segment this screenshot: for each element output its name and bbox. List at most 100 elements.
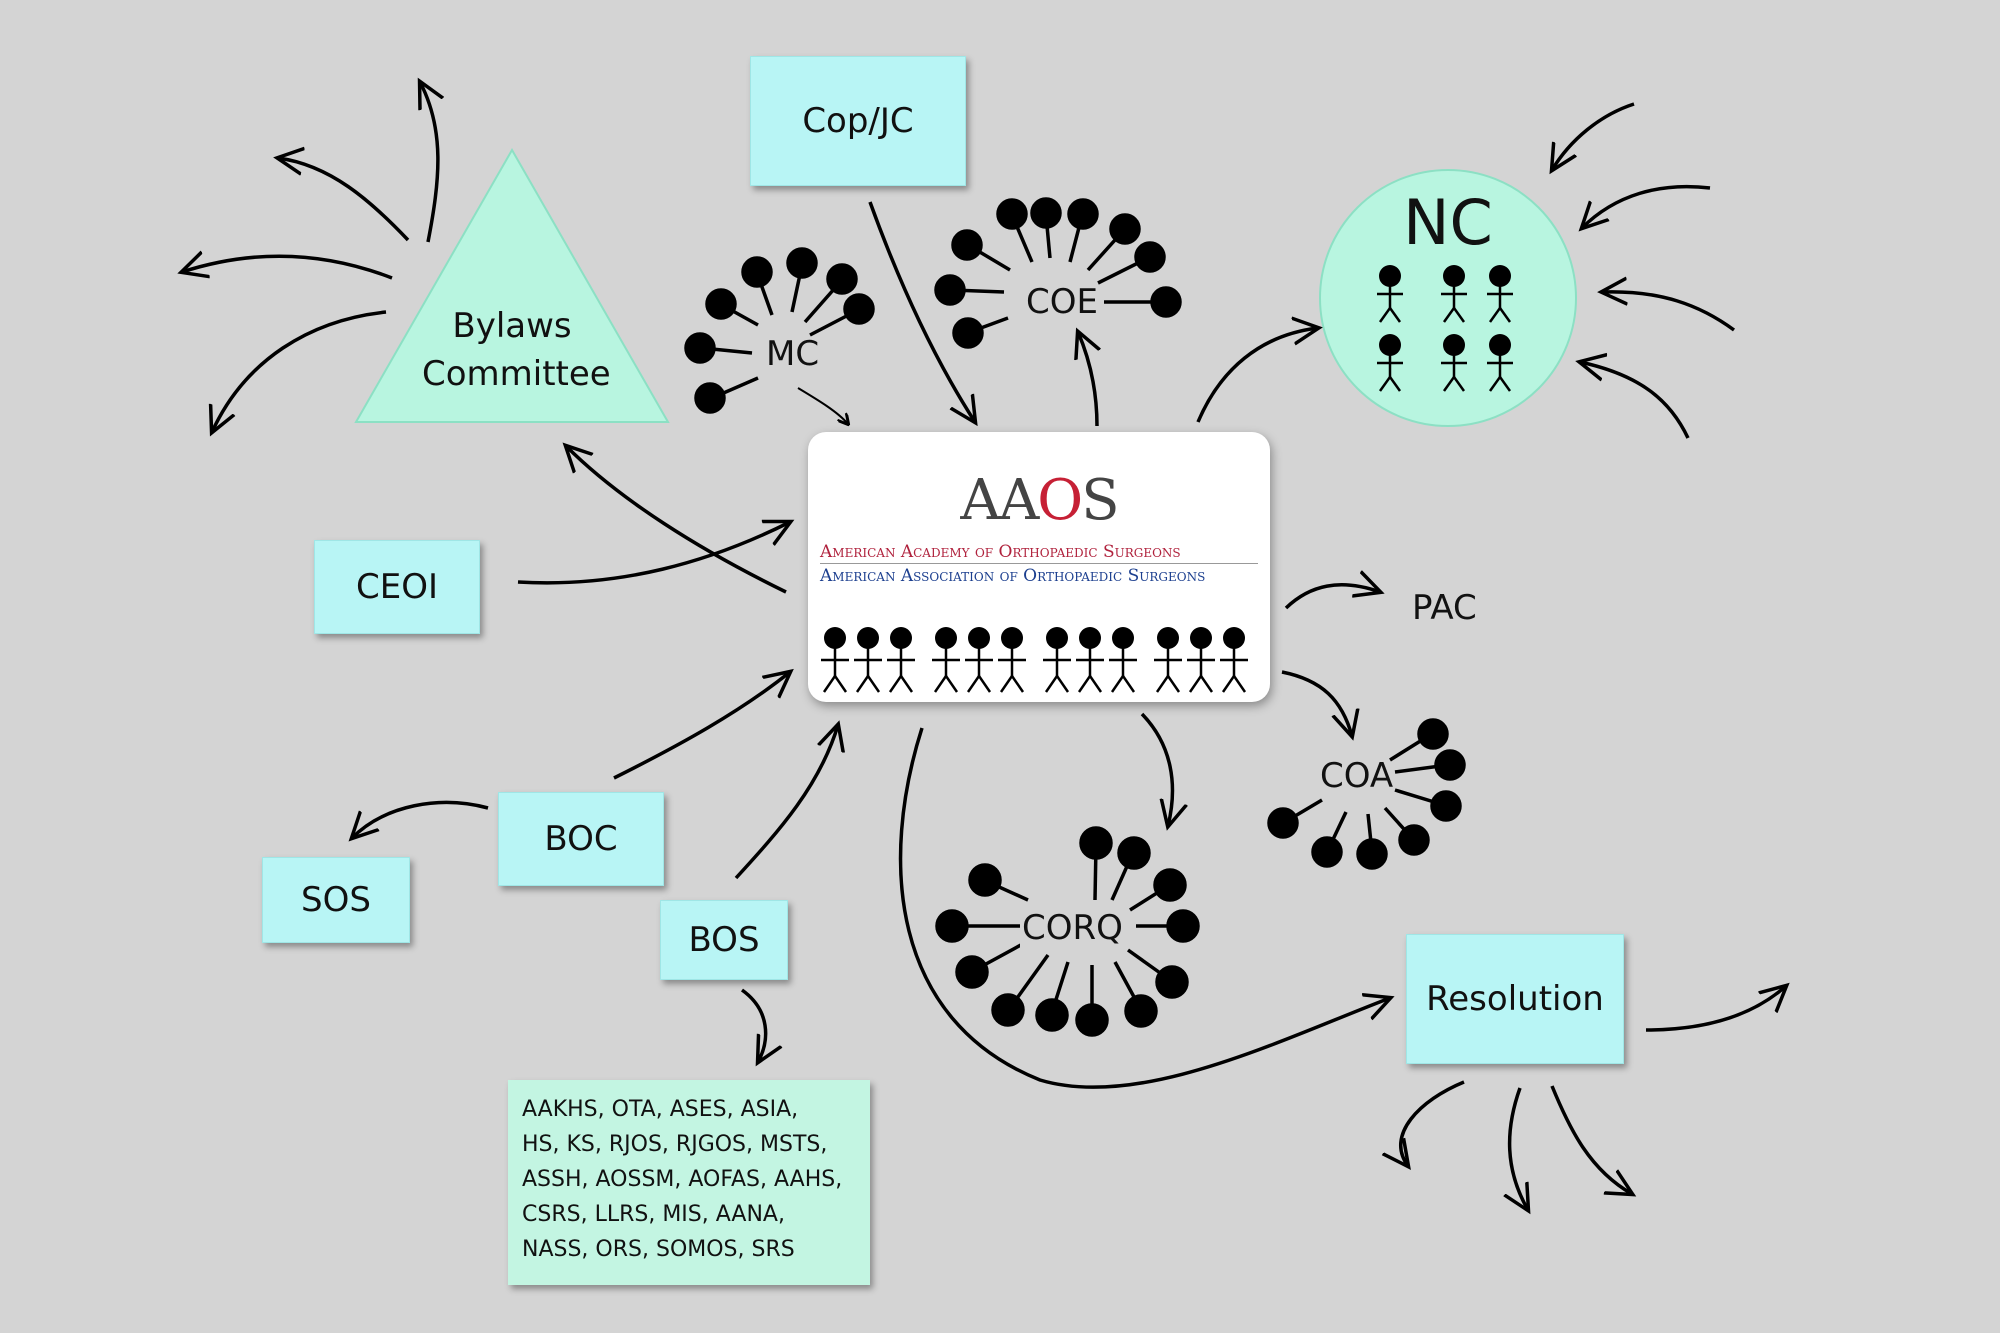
coe-label: COE [1026, 282, 1098, 322]
corq-member [1075, 1003, 1109, 1037]
resolution-box: Resolution [1406, 934, 1624, 1064]
aaos-member-figure [1152, 625, 1184, 694]
arrow-resolution-right [1645, 986, 1786, 1032]
aaos-member-figure [963, 625, 995, 694]
arrow-resolution-out-2 [1510, 1087, 1528, 1210]
aaos-card: AAOS American Academy of Orthopaedic Sur… [808, 432, 1270, 702]
bylaws-label-line: Committee [422, 354, 611, 394]
coa-member [1430, 790, 1462, 822]
corq-member [1166, 909, 1200, 943]
aaos-member-figure [852, 625, 884, 694]
aaos-member-figure [1218, 625, 1250, 694]
bylaws-triangle [354, 147, 670, 423]
arrow-bos-societies [740, 988, 766, 1062]
ceoi-box: CEOI [314, 540, 480, 634]
corq-member [955, 955, 989, 989]
societies-line: HS, KS, RJOS, RJGOS, MSTS, [522, 1132, 828, 1157]
aaos-member-figure [1107, 625, 1139, 694]
coe-member [1067, 198, 1099, 230]
bos-box: BOS [660, 900, 788, 980]
arrow-copjc-aaos [868, 201, 975, 422]
mc-member [843, 293, 875, 325]
coe-member [1150, 286, 1182, 318]
arrow-resolution-out-3 [1550, 1085, 1632, 1194]
corq-member [1035, 998, 1069, 1032]
coa-member [1398, 824, 1430, 856]
arrow-bylaws-upleft [278, 158, 410, 242]
bylaws-label: Bylaws Committee [422, 302, 611, 398]
aaos-association-name: American Association of Orthopaedic Surg… [820, 566, 1206, 586]
arrow-nc-in-1 [1552, 102, 1635, 170]
coe-member [1134, 241, 1166, 273]
coa-member [1417, 718, 1449, 750]
pac-label: PAC [1412, 588, 1477, 628]
mc-member [741, 256, 773, 288]
aaos-logo: AAOS [960, 468, 1119, 533]
arrow-ceoi-aaos [517, 522, 790, 585]
arrow-aaos-coa [1281, 670, 1352, 736]
corq-label: CORQ [1020, 908, 1125, 948]
mc-member [786, 247, 818, 279]
corq-member [968, 863, 1002, 897]
mc-member [826, 263, 858, 295]
bylaws-label-line: Bylaws [452, 306, 572, 346]
nc-label: NC [1403, 186, 1493, 259]
corq-member [935, 909, 969, 943]
arrow-bylaws-downleft [212, 310, 387, 432]
arrow-boc-sos [352, 800, 489, 838]
coe-member [934, 274, 966, 306]
arrow-aaos-bylaws [566, 446, 787, 594]
coe-member [952, 317, 984, 349]
arrow-aaos-resolution [898, 727, 1390, 1089]
mc-member [705, 288, 737, 320]
aaos-member-figure [1185, 625, 1217, 694]
arrow-nc-in-4 [1580, 362, 1690, 439]
arrow-aaos-coe [1078, 332, 1097, 427]
coe-member [1109, 213, 1141, 245]
coa-label: COA [1320, 756, 1394, 796]
cop-jc-box: Cop/JC [750, 56, 966, 186]
boc-box: BOC [498, 792, 664, 886]
arrow-nc-in-2 [1582, 184, 1711, 228]
arrow-boc-aaos [613, 672, 790, 780]
arrow-aaos-nc [1196, 328, 1318, 423]
coe-member [996, 198, 1028, 230]
coe-member [1030, 197, 1062, 229]
corq-member [1155, 965, 1189, 999]
aaos-member-figure [996, 625, 1028, 694]
arrow-bylaws-left [182, 256, 393, 280]
aaos-member-figure [1041, 625, 1073, 694]
mc-label: MC [766, 334, 820, 374]
aaos-member-figure [930, 625, 962, 694]
aaos-divider [820, 563, 1258, 564]
mc-member [684, 332, 716, 364]
aaos-member-figure [819, 625, 851, 694]
aaos-members [819, 625, 1250, 694]
arrow-mc-aaos [797, 387, 848, 424]
coa-member [1434, 749, 1466, 781]
societies-line: ASSH, AOSSM, AOFAS, AAHS, [522, 1167, 843, 1192]
societies-line: NASS, ORS, SOMOS, SRS [522, 1237, 795, 1262]
aaos-member-figure [885, 625, 917, 694]
coa-member [1356, 838, 1388, 870]
societies-list: AAKHS, OTA, ASES, ASIA, HS, KS, RJOS, RJ… [508, 1080, 870, 1285]
corq-member [1079, 826, 1113, 860]
societies-line: CSRS, LLRS, MIS, AANA, [522, 1202, 785, 1227]
corq-member [991, 993, 1025, 1027]
arrow-nc-in-3 [1602, 292, 1736, 332]
societies-line: AAKHS, OTA, ASES, ASIA, [522, 1097, 799, 1122]
lollipop-clusters [684, 197, 1466, 1037]
coa-member [1267, 807, 1299, 839]
mc-member [694, 382, 726, 414]
corq-member [1153, 868, 1187, 902]
arrow-resolution-out-1 [1401, 1080, 1465, 1166]
aaos-member-figure [1074, 625, 1106, 694]
aaos-academy-name: American Academy of Orthopaedic Surgeons [820, 542, 1181, 562]
sos-box: SOS [262, 857, 410, 943]
corq-member [1117, 836, 1151, 870]
arrow-bylaws-up [420, 82, 438, 243]
arrow-aaos-pac [1284, 585, 1380, 610]
corq-member [1124, 994, 1158, 1028]
arrow-aaos-corq [1140, 712, 1172, 826]
